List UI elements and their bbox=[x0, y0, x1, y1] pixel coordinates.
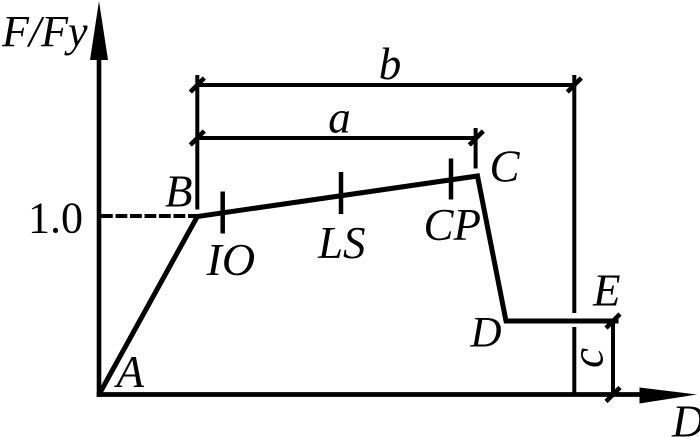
svg-text:F/Fy: F/Fy bbox=[1, 7, 88, 56]
svg-text:C: C bbox=[490, 142, 521, 192]
svg-text:E: E bbox=[592, 266, 621, 316]
svg-text:a: a bbox=[328, 93, 351, 143]
svg-text:b: b bbox=[379, 39, 402, 89]
svg-text:D: D bbox=[470, 310, 502, 357]
svg-text:A: A bbox=[114, 347, 145, 397]
svg-text:IO: IO bbox=[206, 234, 256, 285]
svg-text:B: B bbox=[165, 167, 193, 217]
svg-text:LS: LS bbox=[317, 218, 366, 268]
svg-text:c: c bbox=[563, 348, 613, 368]
svg-text:1.0: 1.0 bbox=[28, 194, 83, 243]
svg-text:D: D bbox=[671, 397, 700, 437]
svg-text:CP: CP bbox=[424, 200, 482, 250]
